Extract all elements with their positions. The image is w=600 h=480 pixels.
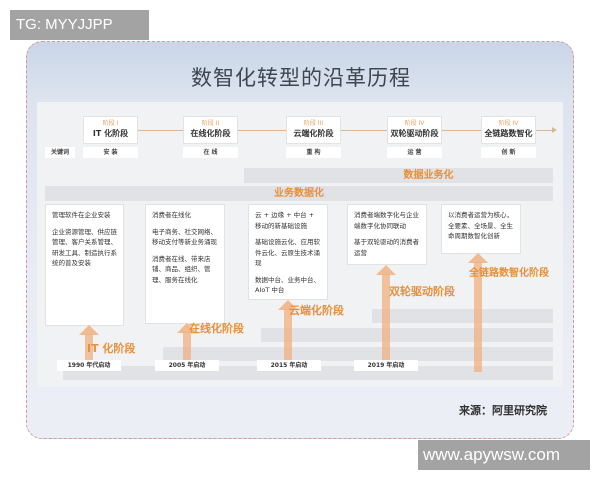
keyword-label: 关键词 <box>45 147 75 158</box>
diagram-title: 数智化转型的沿革历程 <box>191 66 411 90</box>
stage-3: 阶段 III 云端化阶段 <box>286 116 341 144</box>
box-2-line-2: 电子商务、社交网络、移动支付等新业务涌现 <box>152 227 217 247</box>
band-stair-cloud <box>261 328 553 342</box>
stage-2-label: 阶段 II <box>201 120 220 127</box>
stage-1-label: 阶段 I <box>102 120 119 127</box>
stage-1: 阶段 I IT 化阶段 <box>83 116 138 144</box>
year-2005: 2005 年启动 <box>155 360 219 371</box>
box-3-line-3: 数据中台、业务中台、AIoT 中台 <box>255 275 320 295</box>
box-5-line-1: 以消费者运营为核心，全要素、全场景、全生命周期数智化创新 <box>448 211 513 240</box>
year-1990s: 1990 年代启动 <box>57 360 121 371</box>
stage-4-label: 阶段 IV <box>404 120 425 127</box>
box-4-line-2: 基于双轮驱动的消费者运营 <box>354 238 419 257</box>
band-stair-online <box>163 347 553 361</box>
watermark-top: TG: MYYJJPP <box>10 10 149 40</box>
stage-5: 阶段 IV 全链路数智化 <box>481 116 536 144</box>
keyword-5: 创 新 <box>481 147 536 158</box>
arrow-up-icon <box>79 325 99 360</box>
box-1-line-2: 企业资源管理、供应链管理、客户关系管理、研发工具、制造执行系统的普及安装 <box>52 227 117 268</box>
content-box-3: 云 + 边缘 + 中台 + 移动的新基础设施 基础设施云化、应用软件云化、云原生… <box>248 204 328 300</box>
keyword-1: 安 装 <box>83 147 138 158</box>
box-3-line-2: 基础设施云化、应用软件云化、云原生技术涌现 <box>255 238 320 267</box>
band-business-data: 业务数据化 <box>45 186 553 201</box>
stage-5-label: 阶段 IV <box>498 120 519 127</box>
content-box-5: 以消费者运营为核心，全要素、全场景、全生命周期数智化创新 <box>441 204 521 254</box>
keyword-3: 重 构 <box>286 147 341 158</box>
phase-it: IT 化阶段 <box>87 342 136 355</box>
keyword-4: 运 营 <box>387 147 442 158</box>
box-2-line-3: 消费者在线、带来店铺、商品、组织、管理、服务在线化 <box>152 254 211 284</box>
year-2019: 2019 年启动 <box>354 360 418 371</box>
stage-1-name: IT 化阶段 <box>92 129 129 138</box>
arrow-up-icon <box>278 300 298 360</box>
box-2-line-1: 消费者在线化 <box>152 211 191 219</box>
content-box-1: 管理软件在企业安装 企业资源管理、供应链管理、客户关系管理、研发工具、制造执行系… <box>45 204 124 326</box>
phase-online: 在线化阶段 <box>189 322 244 335</box>
watermark-bottom: www.apywsw.com <box>418 440 590 470</box>
arrow-up-icon <box>177 323 197 360</box>
keyword-2: 在 线 <box>183 147 238 158</box>
box-1-line-1: 管理软件在企业安装 <box>52 211 111 219</box>
stage-4-name: 双轮驱动阶段 <box>390 129 439 138</box>
phase-dual: 双轮驱动阶段 <box>389 285 455 298</box>
band-stair-dual <box>372 309 553 323</box>
year-2015: 2015 年启动 <box>257 360 321 371</box>
content-box-4: 消费者端数字化与企业端数字化协同联动 基于双轮驱动的消费者运营 <box>347 204 427 265</box>
diagram-card: 数智化转型的沿革历程 阶段 I IT 化阶段 阶段 II 在线化阶段 阶段 II… <box>26 41 574 439</box>
diagram-panel: 阶段 I IT 化阶段 阶段 II 在线化阶段 阶段 III 云端化阶段 阶段 … <box>37 102 563 387</box>
stage-2: 阶段 II 在线化阶段 <box>183 116 238 144</box>
stage-5-name: 全链路数智化 <box>484 129 533 138</box>
phase-cloud: 云端化阶段 <box>289 304 344 317</box>
source-caption: 来源：阿里研究院 <box>459 404 547 417</box>
phase-full-chain: 全链路数智化阶段 <box>469 268 549 279</box>
stage-2-name: 在线化阶段 <box>190 129 231 138</box>
stage-3-name: 云端化阶段 <box>293 129 334 138</box>
stage-3-label: 阶段 III <box>303 120 324 127</box>
box-4-line-1: 消费者端数字化与企业端数字化协同联动 <box>354 211 419 230</box>
band-data-business: 数据业务化 <box>244 168 553 183</box>
arrow-up-icon <box>468 253 488 372</box>
arrow-up-icon <box>376 265 396 360</box>
stage-4: 阶段 IV 双轮驱动阶段 <box>387 116 442 144</box>
content-box-2: 消费者在线化 电子商务、社交网络、移动支付等新业务涌现 消费者在线、带来店铺、商… <box>145 204 225 324</box>
box-3-line-1: 云 + 边缘 + 中台 + 移动的新基础设施 <box>255 211 315 230</box>
